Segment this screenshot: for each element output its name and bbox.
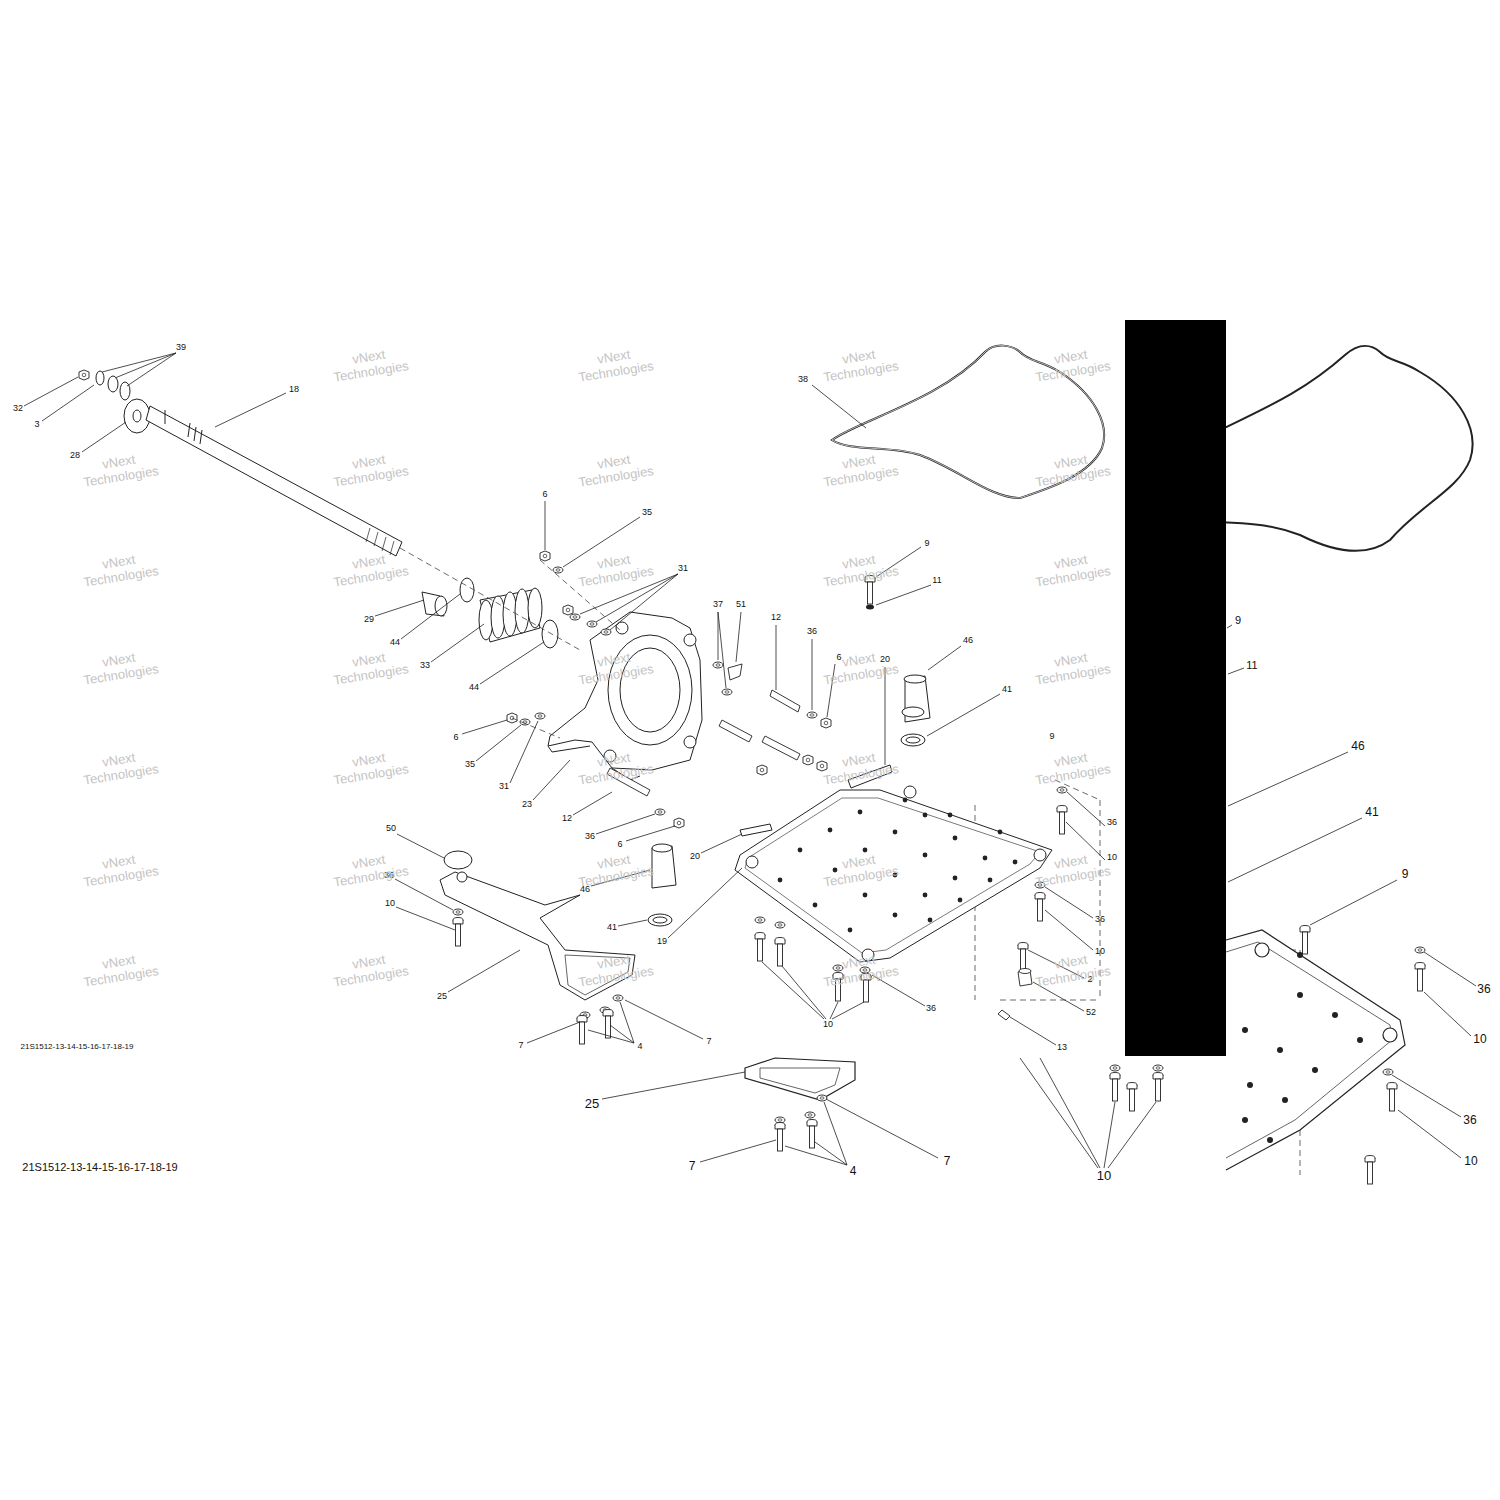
watermark: vNext Technologies [322,448,418,492]
callout-number: 36 [1107,818,1117,828]
watermark: vNext Technologies [72,746,168,790]
watermark: vNext Technologies [812,746,908,790]
callout-number: 25 [585,1097,599,1111]
callout-number: 10 [1473,1033,1486,1046]
callout-number: 52 [1086,1008,1096,1018]
watermark: vNext Technologies [812,548,908,592]
watermark: vNext Technologies [1024,448,1120,492]
watermark: vNext Technologies [1024,646,1120,690]
watermark: vNext Technologies [322,746,418,790]
callout-number: 9 [1049,732,1054,742]
callout-number: 6 [453,733,458,743]
callout-number: 36 [1463,1114,1476,1127]
watermark: vNext Technologies [812,646,908,690]
callout-number: 20 [690,852,700,862]
callout-number: 7 [689,1160,696,1173]
callout-number: 10 [1097,1169,1111,1183]
callout-number: 7 [944,1155,951,1168]
callout-number: 28 [70,451,80,461]
watermark: vNext Technologies [1024,746,1120,790]
callout-number: 10 [1464,1155,1477,1168]
callout-number: 12 [562,814,572,824]
watermark: vNext Technologies [72,448,168,492]
watermark: vNext Technologies [812,948,908,992]
callout-number: 31 [678,564,688,574]
watermark: vNext Technologies [567,343,663,387]
watermark: vNext Technologies [1024,548,1120,592]
watermark: vNext Technologies [567,848,663,892]
callout-number: 23 [522,800,532,810]
watermark: vNext Technologies [812,448,908,492]
callout-number: 46 [963,636,973,646]
drawing-number: 21S1512-13-14-15-16-17-18-19 [21,1043,134,1052]
callout-number: 38 [798,375,808,385]
callout-number: 10 [823,1020,833,1030]
callout-number: 9 [1402,868,1409,881]
callout-number: 7 [518,1041,523,1051]
watermark: vNext Technologies [1024,948,1120,992]
callout-number: 9 [924,539,929,549]
watermark: vNext Technologies [72,646,168,690]
callout-number: 36 [585,832,595,842]
callout-number: 39 [176,343,186,353]
callout-number: 18 [289,385,299,395]
watermark: vNext Technologies [812,343,908,387]
callout-number: 41 [1365,806,1378,819]
callout-number: 10 [385,899,395,909]
callout-number: 33 [420,661,430,671]
callout-number: 4 [637,1042,642,1052]
watermark: vNext Technologies [567,448,663,492]
watermark: vNext Technologies [322,948,418,992]
callout-number: 36 [807,627,817,637]
watermark: vNext Technologies [1024,343,1120,387]
callout-number: 44 [390,638,400,648]
watermark: vNext Technologies [72,548,168,592]
watermark: vNext Technologies [567,646,663,690]
callout-number: 29 [364,615,374,625]
callout-number: 12 [771,613,781,623]
callout-number: 9 [1235,614,1241,626]
watermark: vNext Technologies [1024,848,1120,892]
callout-number: 41 [607,923,617,933]
callout-number: 50 [386,824,396,834]
watermark: vNext Technologies [812,848,908,892]
watermark: vNext Technologies [322,646,418,690]
callout-number: 51 [736,600,746,610]
callout-number: 10 [1095,947,1105,957]
callout-number: 46 [1351,740,1364,753]
watermark: vNext Technologies [72,948,168,992]
watermark: vNext Technologies [72,848,168,892]
callout-number: 6 [617,840,622,850]
callout-number: 7 [706,1037,711,1047]
callout-number: 4 [850,1165,857,1178]
callout-number: 35 [642,508,652,518]
callout-number: 25 [437,992,447,1002]
callout-number: 11 [932,576,941,586]
callout-number: 35 [465,760,475,770]
watermark: vNext Technologies [567,746,663,790]
callout-number: 6 [542,490,547,500]
callout-number: 3 [34,420,39,430]
drawing-number: 21S1512-13-14-15-16-17-18-19 [22,1161,177,1173]
callout-number: 36 [926,1004,936,1014]
callout-number: 31 [499,782,509,792]
watermark: vNext Technologies [322,548,418,592]
callout-number: 13 [1057,1043,1067,1053]
watermark: vNext Technologies [567,548,663,592]
callout-number: 44 [469,683,479,693]
callout-number: 36 [1095,915,1105,925]
callout-number: 32 [13,404,23,414]
callout-number: 11 [1246,659,1257,671]
callout-number: 10 [1107,853,1117,863]
watermark: vNext Technologies [322,848,418,892]
callout-number: 41 [1002,685,1012,695]
watermark: vNext Technologies [322,343,418,387]
callout-number: 19 [657,937,667,947]
callout-number: 37 [713,600,723,610]
watermark: vNext Technologies [567,948,663,992]
callout-number: 36 [1477,983,1490,996]
